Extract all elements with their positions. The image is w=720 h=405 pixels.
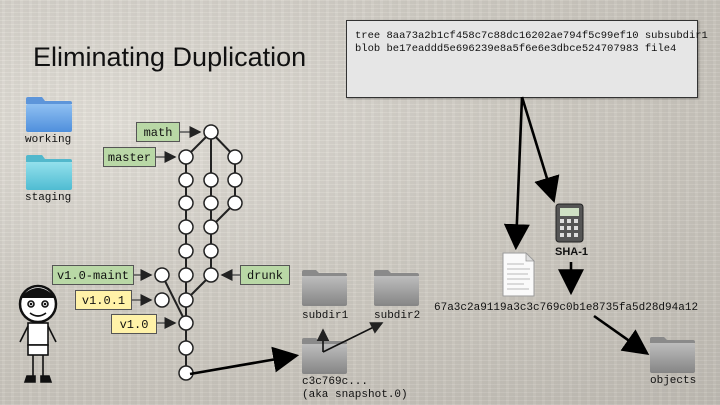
subdir1-label: subdir1	[302, 310, 349, 322]
commit-label: c3c769c...	[302, 376, 369, 388]
objects-folder-icon	[650, 337, 695, 373]
subdir1-folder-icon	[302, 270, 347, 306]
tree-entry-line: tree 8aa73a2b1cf458c7c88dc16202ae794f5c9…	[355, 30, 708, 42]
tree-object-box: tree 8aa73a2b1cf458c7c88dc16202ae794f5c9…	[346, 20, 708, 98]
label-pointers	[132, 126, 240, 329]
tree-arrows	[316, 322, 384, 353]
commit-graph-edges	[161, 131, 236, 373]
branch-v1-0-maint: v1.0-maint	[52, 265, 134, 285]
subdir2-folder-icon	[374, 270, 419, 306]
stick-figure-person	[18, 284, 58, 383]
working-label: working	[25, 134, 72, 146]
staging-label: staging	[25, 192, 72, 204]
document-icon	[502, 252, 535, 297]
staging-folder-icon	[26, 155, 72, 190]
tag-v1-0-1: v1.0.1	[75, 290, 132, 310]
flow-arrows	[189, 96, 650, 376]
hash-value: 67a3c2a9119a3c3c769c0b1e8735fa5d28d94a12	[434, 302, 699, 314]
commit-graph-nodes	[154, 124, 243, 381]
subdir2-label: subdir2	[374, 310, 421, 322]
working-folder-icon	[26, 97, 72, 132]
calculator-icon	[555, 203, 584, 243]
sha1-label: SHA-1	[555, 246, 589, 258]
commit-alias-label: (aka snapshot.0)	[302, 389, 408, 401]
objects-label: objects	[650, 375, 697, 387]
branch-drunk: drunk	[240, 265, 290, 285]
slide-title: Eliminating Duplication	[33, 42, 307, 72]
branch-master: master	[103, 147, 156, 167]
blob-entry-line: blob be17eaddd5e696239e8a5f6e6e3dbce5247…	[355, 43, 677, 55]
branch-math: math	[136, 122, 180, 142]
tag-v1-0: v1.0	[111, 314, 157, 334]
